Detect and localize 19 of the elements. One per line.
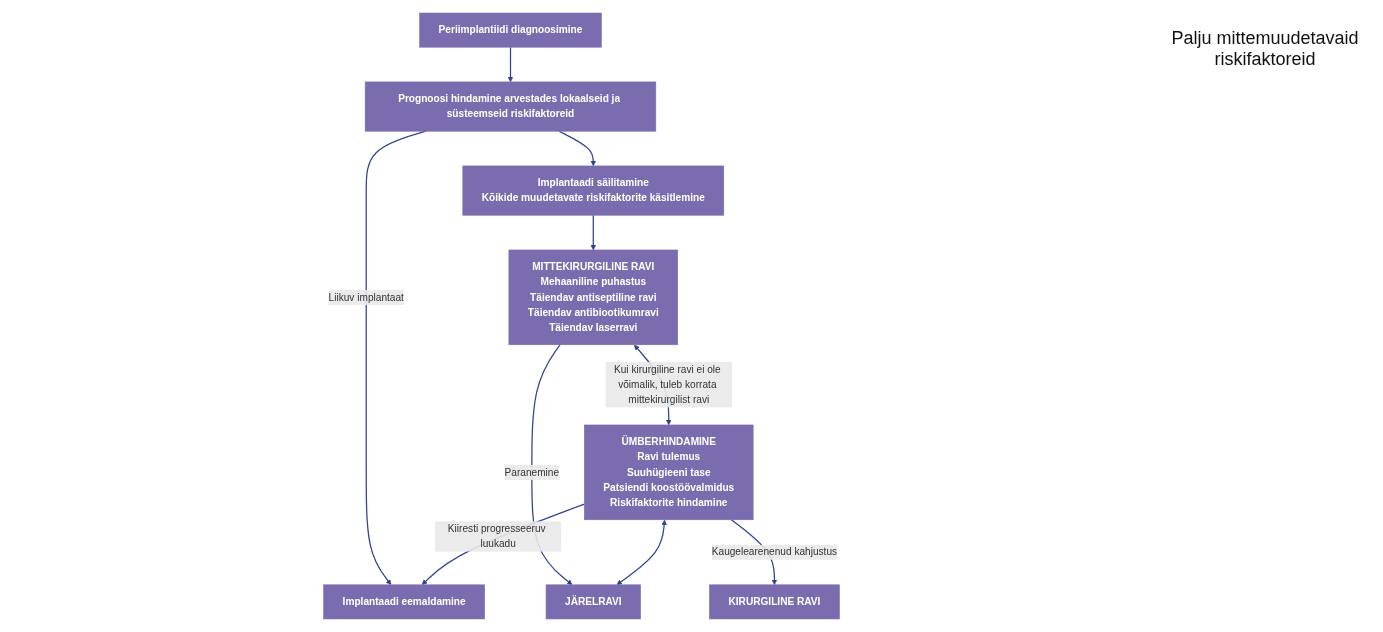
arrow — [507, 46, 514, 83]
arrow — [558, 130, 597, 167]
arrow — [616, 519, 667, 586]
note: Palju mittemuudetavaid riskifaktoreid — [1170, 28, 1360, 70]
edge-label: Liikuv implantaat — [328, 291, 404, 303]
node-box: Implantaadi säilitamine Kõikide muudetavate riskifaktorite käsitlemine — [462, 165, 725, 216]
edge-label: Kiiresti progresseeruv luukadu — [447, 523, 546, 550]
arrow — [421, 503, 585, 586]
node-box: MITTEKIRURGILINE RAVI Mehaaniline puhastus Täiendav antiseptiline ravi Täiendav antibiootikumravi Täiendav laserravi — [508, 249, 678, 346]
edge-label: Kui kirurgiline ravi ei ole võimalik, tuleb korrata mittekirurgilist ravi — [613, 364, 721, 406]
node-box: KIRURGILINE RAVI — [709, 584, 840, 620]
node-box: ÜMBERHINDAMINE Ravi tulemus Suuhügieeni tase Patsiendi koostöövalmidus Riskifaktorite hindamine — [584, 424, 754, 521]
node-box: JÄRELRAVI — [545, 584, 641, 620]
node-box: Implantaadi eemaldamine — [323, 584, 485, 620]
node-box: Prognoosi hindamine arvestades lokaalseid ja süsteemseid riskifaktoreid — [364, 81, 657, 132]
edge-label: Paranemine — [504, 466, 560, 478]
arrow — [590, 214, 597, 251]
edge-label: Kaugelearenenud kahjustus — [711, 546, 838, 558]
node-box: Periimplantiidi diagnoosimine — [419, 12, 602, 48]
